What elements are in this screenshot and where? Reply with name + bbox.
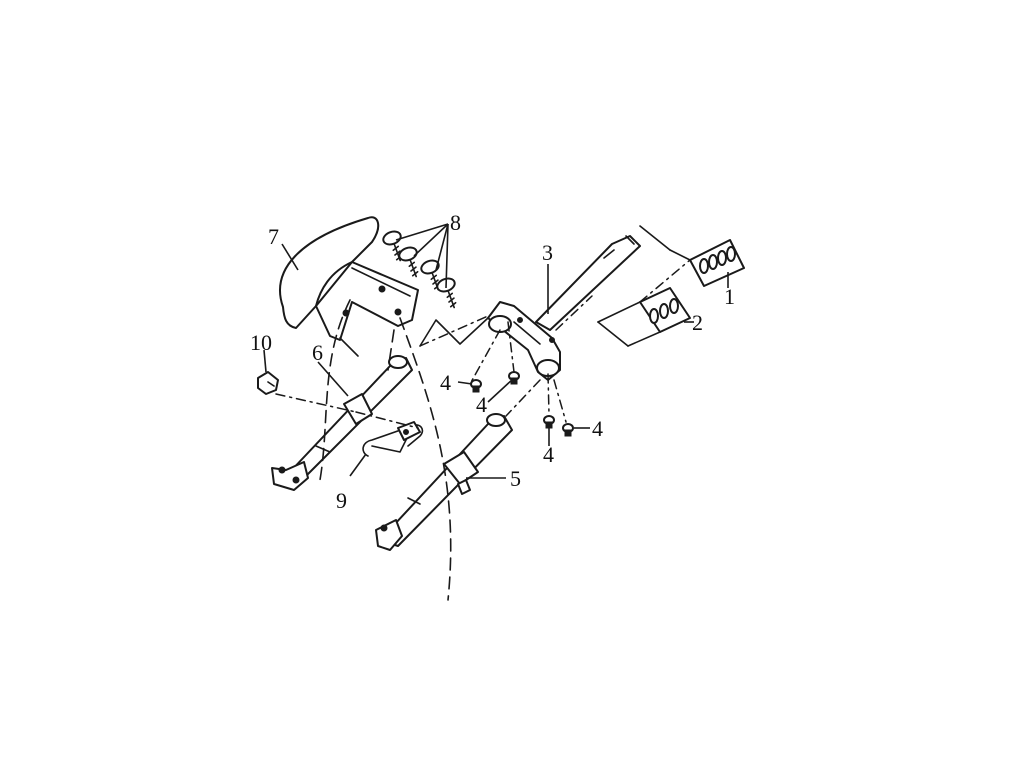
callout-2: 2 [692,310,703,335]
callout-4-a: 4 [440,370,451,395]
callout-8: 8 [450,210,461,235]
assembly-center-lines [275,259,691,601]
callout-4-d: 4 [592,416,603,441]
callout-leaders [263,223,729,479]
bearing-race-small [639,287,691,333]
callout-4-b: 4 [476,392,487,417]
triple-clamp [487,301,561,381]
fork-leg-right [375,413,513,551]
callout-labels: 1 2 3 4 4 4 4 5 6 7 8 9 10 [250,210,735,513]
fender-bolt [257,371,279,395]
bearing-race-large [689,239,745,287]
callout-5: 5 [510,466,521,491]
alignment-box [597,225,691,347]
callout-1: 1 [724,284,735,309]
callout-4-c: 4 [543,442,554,467]
callout-3: 3 [542,240,553,265]
fender-screws [382,230,457,309]
callout-7: 7 [268,224,279,249]
callout-10: 10 [250,330,272,355]
fork-leg-left [271,355,413,491]
callout-9: 9 [336,488,347,513]
stem-leader [419,317,489,347]
brake-hose-guide [362,421,424,457]
callout-6: 6 [312,340,323,365]
